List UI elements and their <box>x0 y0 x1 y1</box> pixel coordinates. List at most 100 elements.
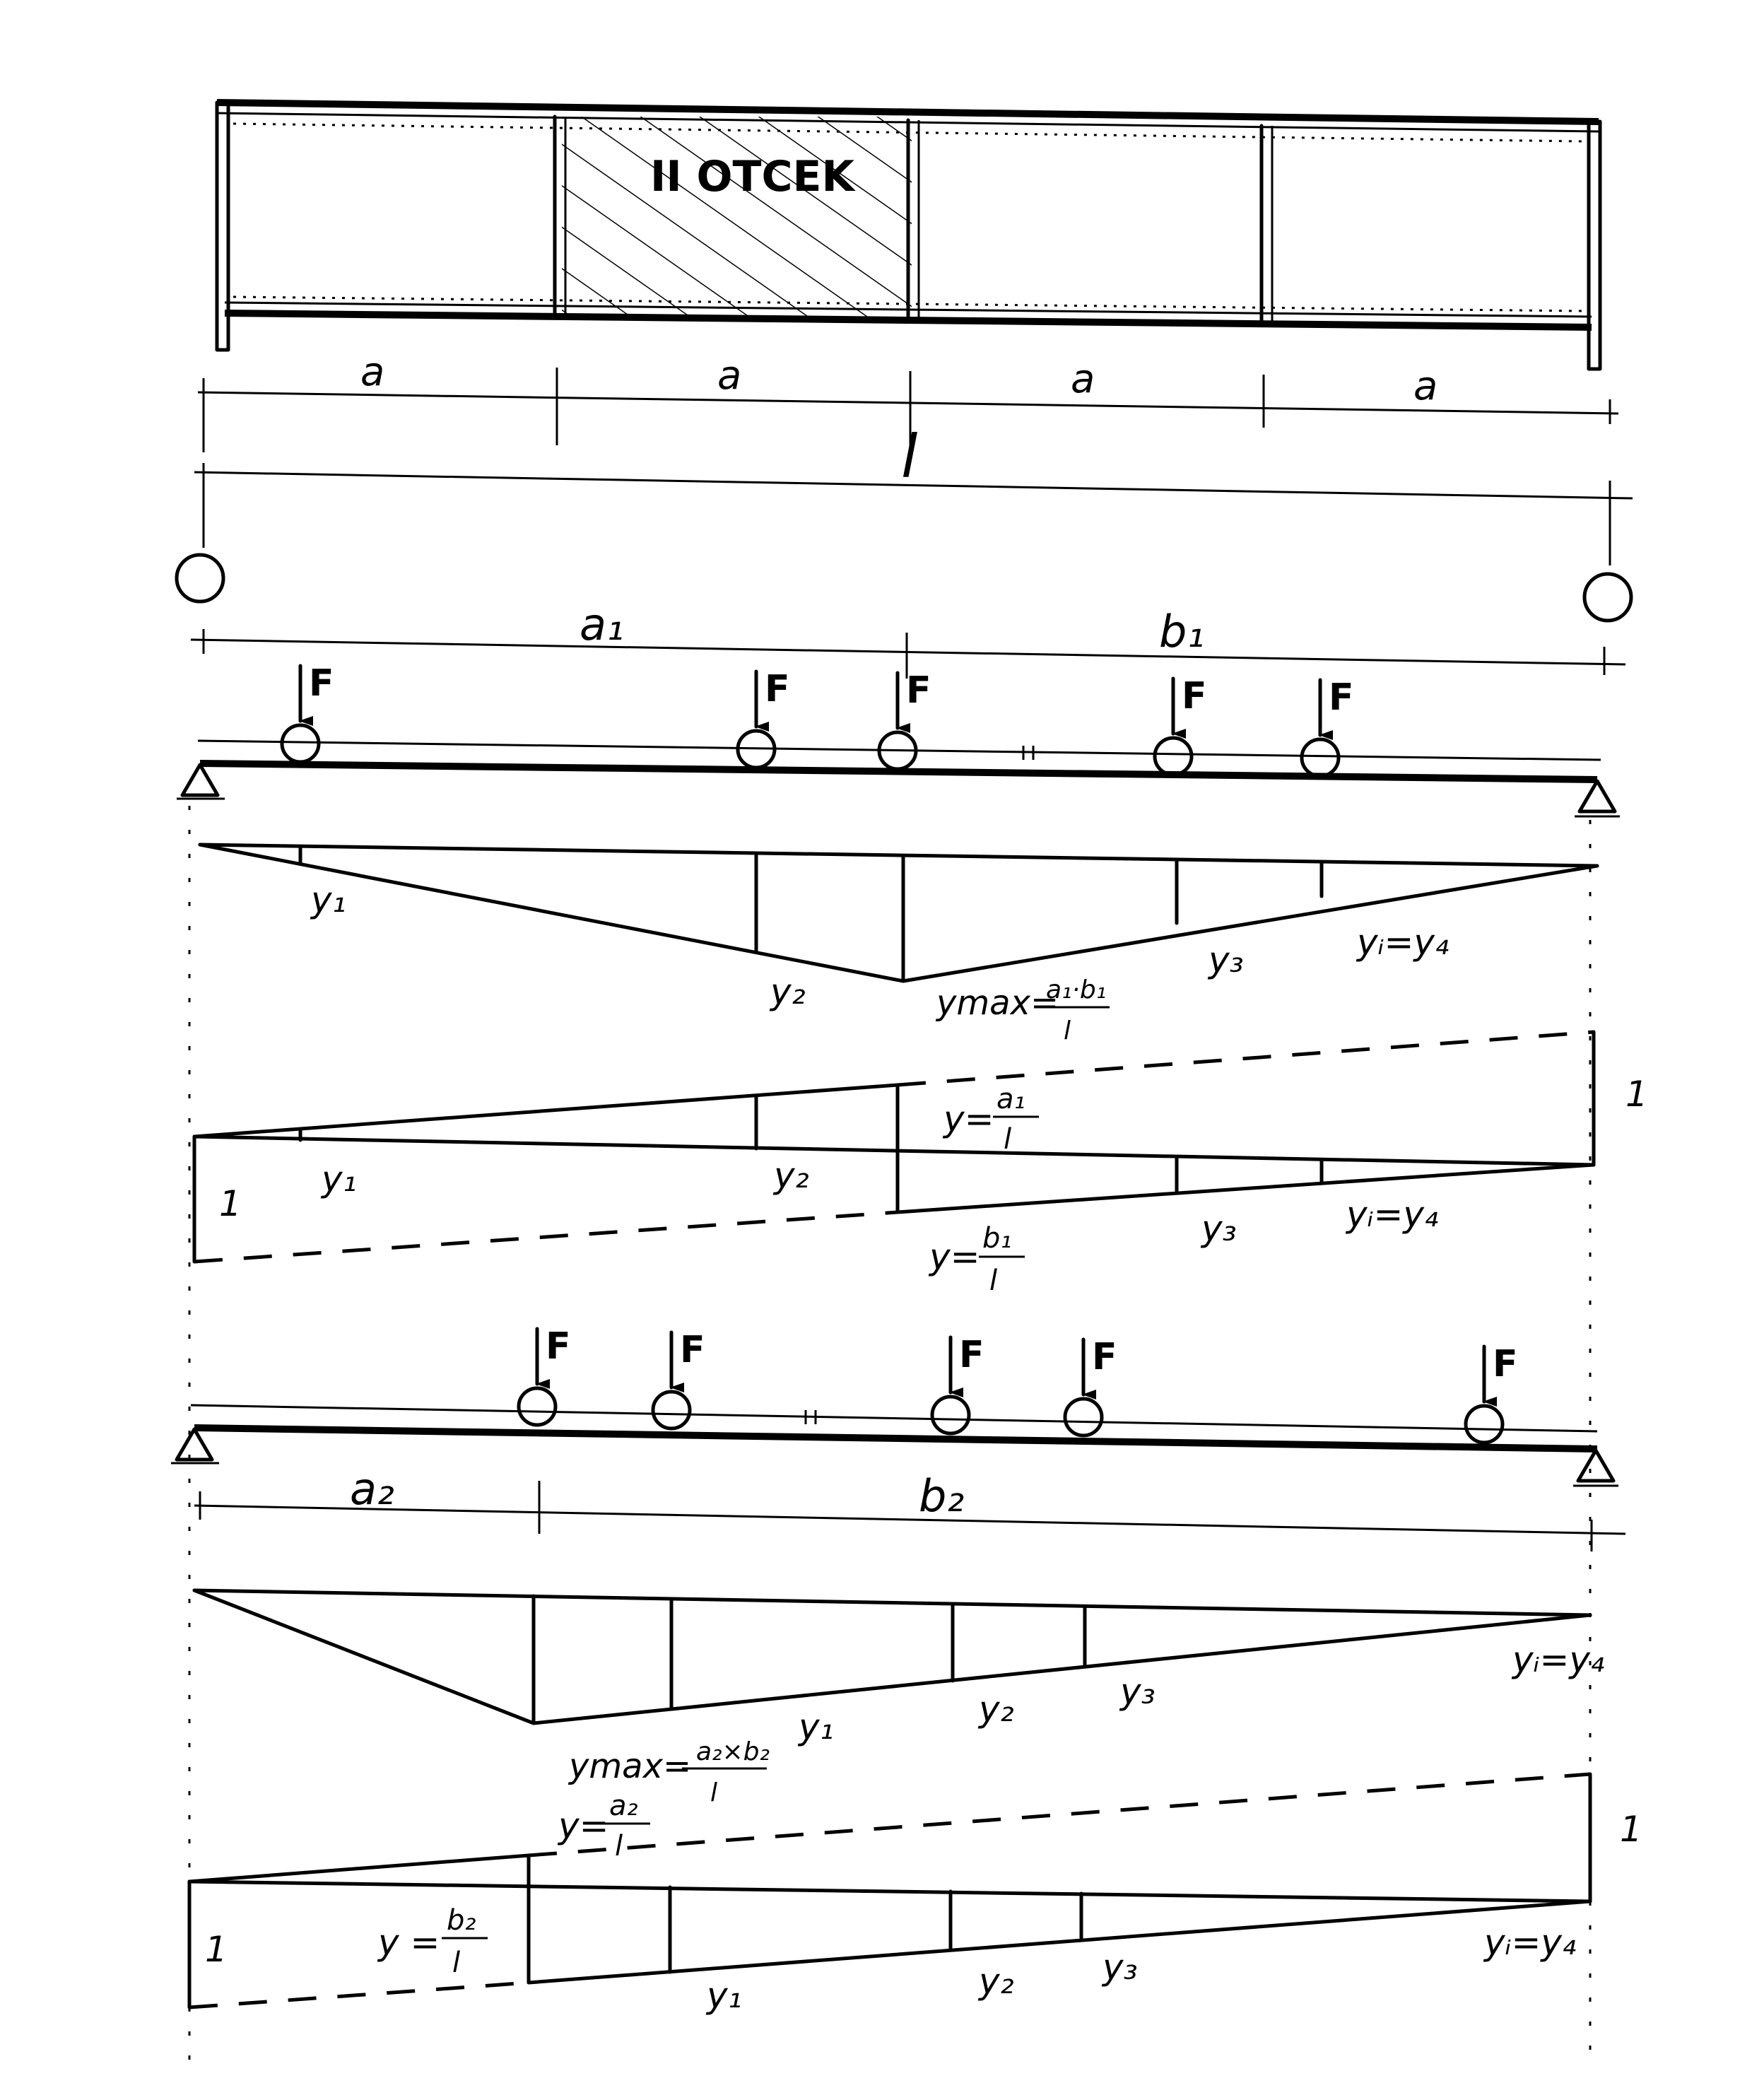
case1-q-y3: y₃ <box>1200 1208 1237 1249</box>
case2-load-2: F <box>651 1329 705 1431</box>
case1-m-ymax-num: a₁·b₁ <box>1046 975 1106 1004</box>
case2-wheel-2 <box>651 1390 692 1431</box>
case2-q-one-right: 1 <box>1620 1809 1642 1850</box>
case1-load-3: F <box>877 669 931 771</box>
case1-wheel-5 <box>1300 737 1341 778</box>
span-dimension-line <box>194 471 1633 500</box>
support-marker-right <box>1582 572 1633 623</box>
case1-m-y3: y₃ <box>1207 939 1244 980</box>
case2-q-y1: y₁ <box>705 1975 742 2016</box>
case1-q-one-right: 1 <box>1625 1074 1648 1115</box>
case2-wheel-1 <box>517 1386 558 1427</box>
case2-roller-support <box>1576 1448 1616 1483</box>
case1-shear-influence-line: y₁ y₂ y₃ yᵢ=y₄ y= a₁ l y= b₁ l 1 1 <box>192 1030 1648 1297</box>
panel-label-1: a <box>360 349 384 395</box>
case1-q-one-left: 1 <box>219 1183 242 1224</box>
case2-q-y3: y₃ <box>1101 1947 1138 1988</box>
case1-q-yb: y= <box>928 1236 980 1277</box>
case2-q-ya-den: l <box>615 1830 623 1862</box>
case2-load-3: F <box>930 1334 984 1436</box>
case2-m-y3: y₃ <box>1119 1671 1156 1712</box>
case2-load-4: F <box>1063 1336 1117 1438</box>
case2-force-label-1: F <box>546 1325 571 1368</box>
panel-label-4: a <box>1413 363 1437 409</box>
case2-force-label-2: F <box>680 1329 705 1371</box>
case2-m-ymax: ymax= <box>568 1747 691 1786</box>
case2-q-ya-num: a₂ <box>609 1790 638 1822</box>
case1-q-y2: y₂ <box>772 1155 809 1196</box>
case2-load-5: F <box>1464 1343 1518 1445</box>
case2-segment-b: b₂ <box>919 1470 964 1522</box>
case1-q-ya-num: a₁ <box>996 1083 1025 1115</box>
case1-force-label-5: F <box>1329 676 1354 719</box>
case1-force-label-4: F <box>1182 675 1207 717</box>
case2-pin-support <box>175 1427 214 1462</box>
case2-beam <box>171 1404 1618 1487</box>
case1-q-yb-den: l <box>989 1265 997 1297</box>
case1-segment-a: a₁ <box>580 599 624 650</box>
case1-dimensions: a₁ b₁ <box>190 599 1626 679</box>
case1-pin-support <box>180 763 220 797</box>
panel-label-2: a <box>717 353 741 399</box>
case1-m-yi: yᵢ=y₄ <box>1356 922 1449 963</box>
top-flange <box>216 99 1599 125</box>
case2-m-y1: y₁ <box>797 1706 834 1747</box>
case2-m-ymax-den: l <box>710 1778 717 1807</box>
case1-m-y2: y₂ <box>769 971 806 1012</box>
case2-moment-influence-line: y₁ y₂ y₃ yᵢ=y₄ ymax= a₂×b₂ l <box>192 1588 1604 1807</box>
case2-segment-a: a₂ <box>350 1463 394 1515</box>
case1-q-yi: yᵢ=y₄ <box>1345 1194 1438 1235</box>
panel-label-3: a <box>1071 356 1095 402</box>
case2-q-yb-den: l <box>452 1947 460 1979</box>
case1-wheel-4 <box>1153 736 1194 777</box>
case2-m-ymax-num: a₂×b₂ <box>696 1737 770 1766</box>
panel-dimensions: a a a a l <box>175 349 1633 623</box>
case1-q-ya: y= <box>942 1098 994 1139</box>
case2-force-label-4: F <box>1092 1336 1117 1378</box>
case1-moment-influence-line: y₁ y₂ y₃ yᵢ=y₄ ymax= a₁·b₁ l <box>198 843 1599 1045</box>
case1-m-ymax: ymax= <box>935 983 1059 1023</box>
case1-m-ymax-den: l <box>1064 1016 1071 1045</box>
support-marker-left <box>175 553 225 604</box>
case1-q-yb-num: b₁ <box>982 1222 1011 1255</box>
case1-force-label-2: F <box>765 668 790 710</box>
case2-m-y2: y₂ <box>977 1689 1014 1730</box>
case1-wheel-3 <box>877 730 918 771</box>
case2-wheel-4 <box>1063 1397 1104 1438</box>
case1-load-2: F <box>736 668 790 770</box>
case1-segment-b: b₁ <box>1159 606 1204 657</box>
case1-q-ya-den: l <box>1004 1123 1011 1156</box>
case1-load-1: F <box>280 662 334 764</box>
case2-q-yb-num: b₂ <box>447 1904 476 1937</box>
span-label: l <box>901 422 917 491</box>
case2-q-yb: y = <box>377 1922 440 1963</box>
case2-q-ya: y= <box>557 1805 608 1846</box>
case2-q-yi: yᵢ=y₄ <box>1483 1922 1576 1963</box>
case2-q-one-left: 1 <box>205 1929 228 1970</box>
case1-wheel-2 <box>736 729 777 770</box>
case2-shear-influence-line: y₁ y₂ y₃ yᵢ=y₄ y= a₂ l y = b₂ l 1 1 <box>187 1772 1642 2016</box>
end-stiffener-left <box>215 100 230 352</box>
case2-wheel-3 <box>930 1395 971 1436</box>
case1-beam <box>177 739 1620 818</box>
compartment-hatch <box>562 117 912 317</box>
case2-m-yi: yᵢ=y₄ <box>1511 1639 1604 1680</box>
case1-m-y1: y₁ <box>310 879 346 920</box>
case2-force-label-5: F <box>1493 1343 1518 1385</box>
case2-force-label-3: F <box>959 1334 984 1376</box>
case2-load-1: F <box>517 1325 571 1427</box>
case2-q-y2: y₂ <box>977 1961 1014 2002</box>
case1-load-5: F <box>1300 676 1354 778</box>
case1-q-y1: y₁ <box>320 1158 357 1199</box>
case2-dimensions: a₂ b₂ <box>194 1463 1626 1551</box>
case1-force-label-3: F <box>906 669 931 712</box>
case1-force-label-1: F <box>309 662 334 705</box>
girder-elevation: II OTCEK <box>215 99 1602 371</box>
case2-wheel-5 <box>1464 1404 1505 1445</box>
case1-load-4: F <box>1153 675 1207 777</box>
compartment-label: II OTCEK <box>650 152 856 201</box>
case1-roller-support <box>1577 779 1617 814</box>
